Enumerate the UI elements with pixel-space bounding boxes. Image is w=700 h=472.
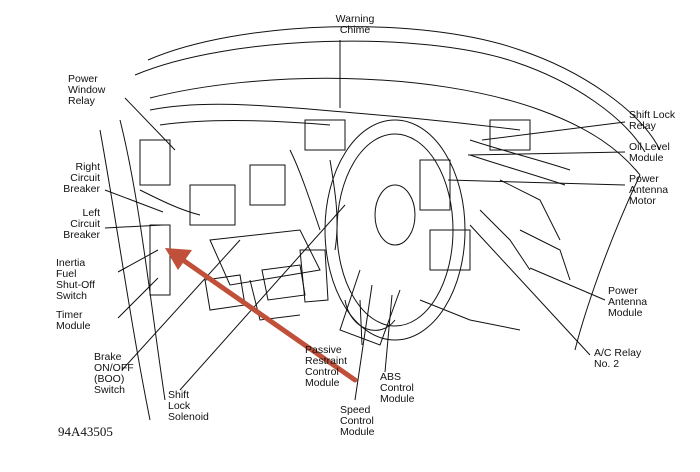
label-ac-relay: A/C Relay No. 2 xyxy=(594,347,642,370)
label-speed-control: Speed Control Module xyxy=(340,404,375,438)
label-power-window-relay: Power Window Relay xyxy=(68,73,106,107)
label-shift-lock-solenoid: Shift Lock Solenoid xyxy=(168,389,209,423)
label-brake-switch: Brake ON/OFF (BOO) Switch xyxy=(94,351,134,396)
label-warning-chime: Warning Chime xyxy=(335,13,375,36)
label-shift-lock-relay: Shift Lock Relay xyxy=(629,109,676,132)
label-passive-restraint: Passive Restraint Control Module xyxy=(305,344,348,389)
label-abs-control: ABS Control Module xyxy=(380,371,415,405)
leader-lines xyxy=(104,40,626,401)
label-power-antenna-module: Power Antenna Module xyxy=(608,285,648,319)
label-power-antenna-motor: Power Antenna Motor xyxy=(629,173,669,207)
label-left-circuit-breaker: Left Circuit Breaker xyxy=(63,207,100,241)
label-oil-level-module: Oil Level Module xyxy=(629,141,670,164)
reference-code: 94A43505 xyxy=(58,424,113,439)
label-timer-module: Timer Module xyxy=(56,309,91,332)
dashboard-outline xyxy=(99,26,661,421)
label-inertia-fuel-switch: Inertia Fuel Shut-Off Switch xyxy=(56,257,95,302)
highlight-arrow xyxy=(165,248,358,383)
label-right-circuit-breaker: Right Circuit Breaker xyxy=(63,161,100,195)
